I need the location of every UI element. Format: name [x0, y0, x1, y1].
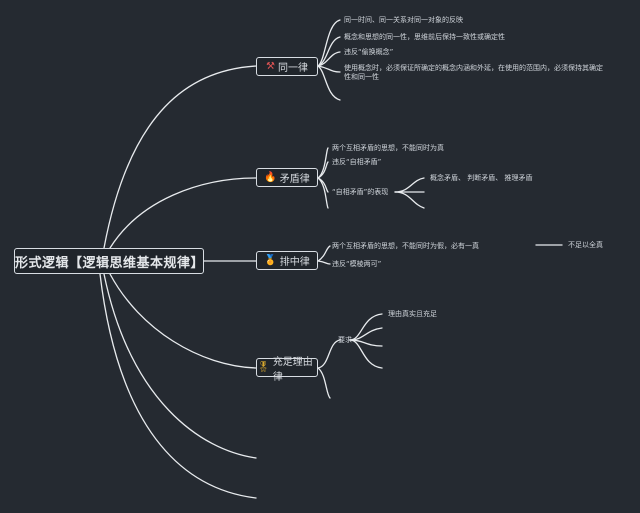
leaf-3-1[interactable]: 两个互相矛盾的思想，不能同时为假，必有一真 [332, 242, 479, 250]
leaf-3-side-note[interactable]: 不足以全真 [568, 241, 603, 249]
leaf-2-2[interactable]: 违反“自相矛盾” [332, 158, 382, 166]
leaf-4-1[interactable]: 理由真实且充足 [388, 310, 437, 318]
sub-item-3: 推理矛盾 [504, 174, 533, 182]
tools-icon: ⚒ [266, 60, 275, 72]
leaf-3-2[interactable]: 违反“模棱两可” [332, 260, 382, 268]
branch-node-4[interactable]: 🎖 充足理由律 [256, 357, 318, 383]
branch-label-2: 矛盾律 [279, 174, 310, 185]
connector-root-extra2 [99, 273, 257, 499]
leaf-2-3[interactable]: “自相矛盾”的表现 [332, 188, 389, 196]
leaf-1-1[interactable]: 同一时间、同一关系对同一对象的反映 [344, 16, 463, 24]
sub-item-1: 概念矛盾 [430, 174, 458, 182]
branch-node-1[interactable]: ⚒ 同一律 [256, 57, 318, 76]
connector-root-extra1 [103, 273, 257, 459]
connector-root-branch2 [109, 177, 257, 249]
branch-node-2[interactable]: 🔥 矛盾律 [256, 168, 318, 187]
connector-root-branch4 [109, 273, 257, 369]
leaf-2-3-subs[interactable]: 概念矛盾、 判断矛盾、 推理矛盾 [430, 174, 533, 182]
fire-icon: 🔥 [264, 171, 277, 183]
leaf-1-4[interactable]: 使用概念时，必须保证所确定的概念内涵和外延，在使用的范围内，必须保持其确定性和同… [344, 64, 603, 81]
sub-item-2: 判断矛盾 [467, 174, 496, 182]
branch-label-4: 充足理由律 [272, 356, 313, 383]
medal-icon: 🏅 [264, 254, 277, 266]
root-node[interactable]: 形式逻辑【逻辑思维基本规律】 [14, 248, 204, 274]
leaf-1-2[interactable]: 概念和思想的同一性，思维前后保持一致性或确定性 [344, 33, 505, 41]
award-icon: 🎖 [257, 361, 270, 373]
leaf-1-3[interactable]: 违反“偷换概念” [344, 48, 394, 56]
branch-node-3[interactable]: 🏅 排中律 [256, 251, 318, 270]
root-label: 形式逻辑【逻辑思维基本规律】 [15, 255, 205, 271]
leaf-2-1[interactable]: 两个互相矛盾的思想，不能同时为真 [332, 144, 444, 152]
branch-label-1: 同一律 [277, 63, 308, 74]
branch-label-3: 排中律 [279, 257, 310, 268]
connector-root-branch1 [103, 65, 257, 249]
leaf-4-sub-label[interactable]: 要求 [338, 336, 352, 344]
